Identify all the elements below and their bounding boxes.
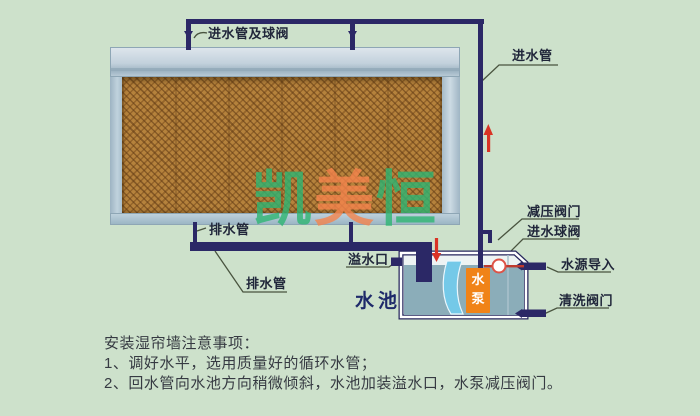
pipes: [184, 19, 546, 318]
label-inlet-ball-valve: 进水球阀: [527, 224, 582, 239]
notes-item-1: 1、调好水平，选用质量好的循环水管；: [104, 355, 377, 372]
notes-title: 安装湿帘墙注意事项：: [104, 335, 260, 352]
down-arrow-icon: [431, 253, 442, 262]
inlet-pipe-top: [186, 19, 484, 24]
down-arrow-stem: [434, 238, 439, 254]
pressure-valve-glyph: [483, 230, 492, 243]
label-drain-pipe: 排水管: [246, 276, 287, 291]
leader-lines: [193, 31, 611, 315]
clean-valve-stub: [522, 309, 546, 317]
label-top-inlet-pipe: 进水管及球阀: [208, 26, 290, 41]
installation-notes: 安装湿帘墙注意事项： 1、调好水平，选用质量好的循环水管； 2、回水管向水池方向…: [104, 334, 562, 394]
clean-valve-arrow: [515, 309, 522, 318]
label-drain-pipe-inline: 排水管: [209, 222, 250, 237]
up-arrow-stem: [487, 134, 491, 152]
tank-baffle: [442, 260, 464, 315]
label-water-source: 水源导入: [561, 257, 616, 272]
label-overflow-port: 溢水口: [348, 252, 389, 267]
cooling-pad-left-frame: [110, 77, 122, 213]
leader-water-source: [546, 266, 611, 273]
leader-pressure-valve: [497, 218, 579, 241]
tank-outline-inner: [399, 251, 528, 319]
up-arrow-icon: [483, 124, 493, 135]
cooling-pad-right-frame: [442, 77, 460, 213]
ball-valve-glyph-left: [184, 31, 193, 39]
drain-pipe-down: [416, 242, 432, 282]
leader-inlet-pipe: [481, 64, 558, 82]
leader-drain-inline: [196, 227, 207, 232]
inlet-ball-valve-icon: [491, 258, 507, 274]
leader-top-inlet: [193, 31, 208, 39]
watermark-char: 恒: [376, 166, 438, 233]
cooling-pad-top-frame: [110, 47, 460, 77]
cooling-pad-bottom-frame: [110, 213, 460, 225]
brand-watermark: 凯美恒: [252, 170, 438, 230]
drain-connector-mid: [349, 222, 353, 244]
inlet-pipe-right: [478, 19, 483, 272]
water-source-stub: [522, 262, 546, 270]
watermark-char: 美: [314, 166, 376, 233]
overflow-port-stub: [391, 257, 402, 266]
label-inlet-pipe: 进水管: [512, 48, 553, 63]
leader-clean-valve: [543, 307, 609, 315]
label-pressure-valve: 减压阀门: [527, 204, 582, 219]
drain-connector-left: [193, 222, 197, 244]
cooling-pad-media: [122, 77, 442, 213]
flow-indicators: [431, 124, 524, 274]
leader-drain: [214, 250, 287, 293]
notes-item-2: 2、回水管向水池方向稍微倾斜，水池加装溢水口，水泵减压阀门。: [104, 375, 563, 392]
watermark-char: 凯: [252, 166, 314, 233]
label-water-tank: 水池: [355, 291, 402, 312]
water-pump: 水泵: [466, 268, 490, 313]
drain-pipe-horizontal: [190, 242, 432, 251]
label-clean-valve: 清洗阀门: [559, 293, 614, 308]
ball-valve-glyph-mid: [348, 31, 357, 39]
